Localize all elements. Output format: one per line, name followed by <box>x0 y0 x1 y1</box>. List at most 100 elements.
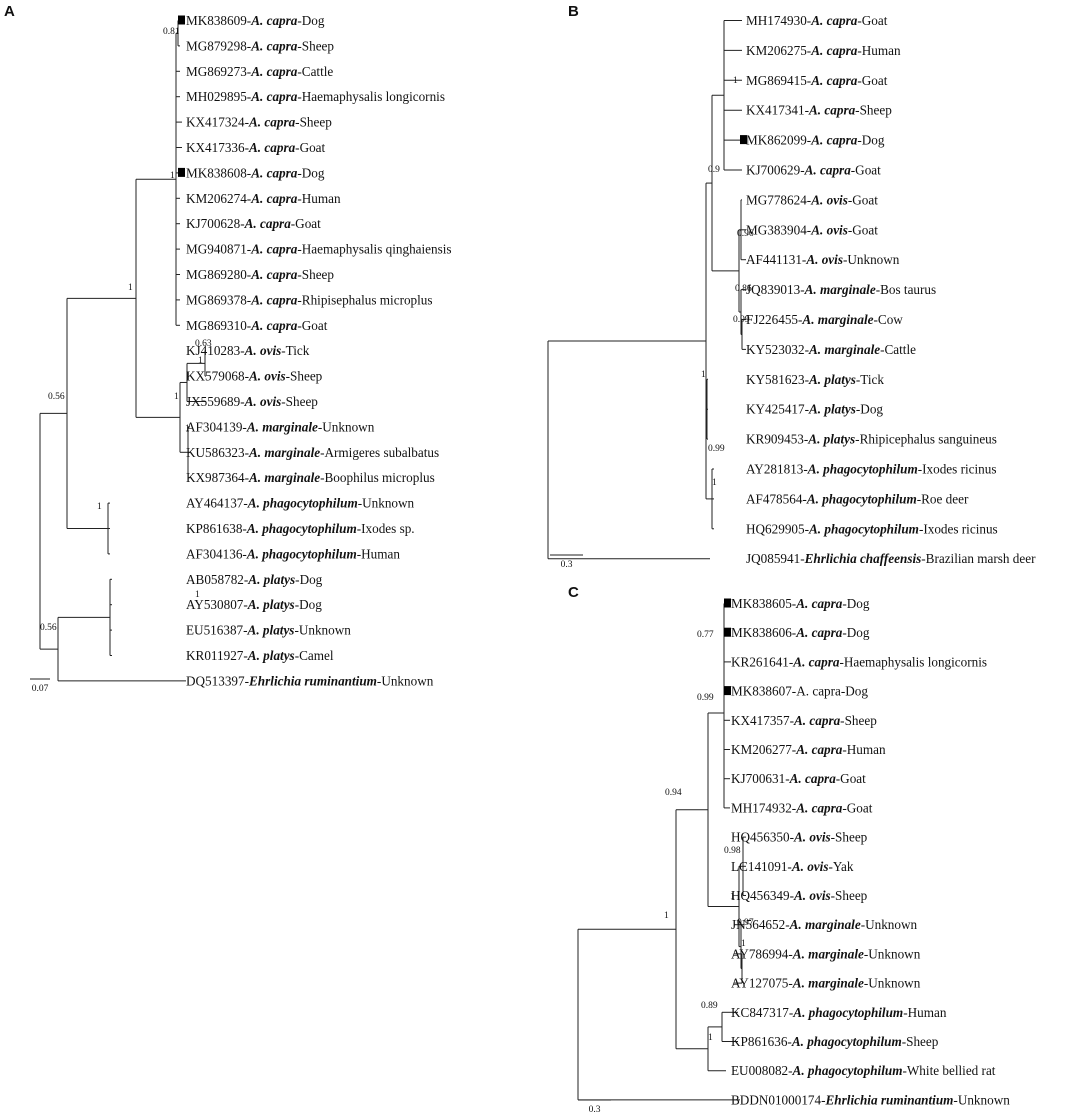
leaf-label: HQ456349-A. ovis-Sheep <box>731 888 868 903</box>
panel-letter: C <box>568 584 579 601</box>
leaf-label: MH029895-A. capra-Haemaphysalis longicor… <box>186 89 445 104</box>
leaf-label: AY281813-A. phagocytophilum-Ixodes ricin… <box>746 462 996 477</box>
leaf-label: AF304136-A. phagocytophilum-Human <box>186 546 400 561</box>
leaf-label: KM206274-A. capra-Human <box>186 191 341 206</box>
leaf-label: MG879298-A. capra-Sheep <box>186 38 334 53</box>
support-value: 1 <box>741 939 746 949</box>
leaf-label: MK838606-A. capra-Dog <box>731 625 870 640</box>
marker-square-icon <box>724 686 731 696</box>
leaf-label: KU586323-A. marginale-Armigeres subalbat… <box>186 445 439 460</box>
leaf-label: LC141091-A. ovis-Yak <box>731 859 854 874</box>
leaf-label: AY127075-A. marginale-Unknown <box>731 976 921 991</box>
scale-label: 0.3 <box>589 1105 601 1115</box>
leaf-label: AF304139-A. marginale-Unknown <box>186 419 375 434</box>
leaf-label: KR261641-A. capra-Haemaphysalis longicor… <box>731 654 987 669</box>
leaf-label: AY464137-A. phagocytophilum-Unknown <box>186 496 415 511</box>
support-value: 1 <box>701 370 706 380</box>
leaf-label: HQ629905-A. phagocytophilum-Ixodes ricin… <box>746 521 998 536</box>
leaf-label: MG869280-A. capra-Sheep <box>186 267 334 282</box>
leaf-label: MG383904-A. ovis-Goat <box>746 222 878 237</box>
support-value: 1 <box>712 478 717 488</box>
leaf-label: KX987364-A. marginale-Boophilus microplu… <box>186 470 435 485</box>
leaf-label: KX417357-A. capra-Sheep <box>731 713 877 728</box>
leaf-label: HQ456350-A. ovis-Sheep <box>731 830 868 845</box>
leaf-label: MG869273-A. capra-Cattle <box>186 64 333 79</box>
leaf-label: KY523032-A. marginale-Cattle <box>746 342 916 357</box>
support-value: 0.96 <box>737 229 754 239</box>
leaf-label: AB058782-A. platys-Dog <box>186 572 323 587</box>
support-value: 0.99 <box>697 693 714 703</box>
leaf-label: FJ226455-A. marginale-Cow <box>746 312 903 327</box>
leaf-label: KJ700628-A. capra-Goat <box>186 216 321 231</box>
leaf-label: MH174932-A. capra-Goat <box>731 800 873 815</box>
support-value: 0.81 <box>163 27 180 37</box>
leaf-label: MG869310-A. capra-Goat <box>186 318 328 333</box>
leaf-label: KM206275-A. capra-Human <box>746 43 901 58</box>
support-value: 0.77 <box>697 630 714 640</box>
leaf-label: KX417324-A. capra-Sheep <box>186 115 332 130</box>
leaf-label: KX417336-A. capra-Goat <box>186 140 326 155</box>
leaf-label: MK838605-A. capra-Dog <box>731 596 870 611</box>
marker-square-icon <box>724 627 731 637</box>
support-value: 1 <box>195 590 200 600</box>
marker-square-icon <box>178 167 185 177</box>
support-value: 0.9 <box>708 165 720 175</box>
leaf-label: EU516387-A. platys-Unknown <box>186 623 351 638</box>
panel-letter: A <box>4 3 15 20</box>
support-value: 1 <box>730 892 735 902</box>
leaf-label: JQ839013-A. marginale-Bos taurus <box>746 282 936 297</box>
leaf-label: KX417341-A. capra-Sheep <box>746 103 892 118</box>
leaf-label: DQ513397-Ehrlichia ruminantium-Unknown <box>186 673 434 688</box>
scale-label: 0.07 <box>32 684 49 694</box>
leaf-label: MG869415-A. capra-Goat <box>746 73 888 88</box>
leaf-label: MK838609-A. capra-Dog <box>186 13 325 28</box>
support-value: 0.56 <box>40 623 57 633</box>
support-value: 1 <box>170 171 175 181</box>
leaf-label: MG869378-A. capra-Rhipisephalus microplu… <box>186 292 433 307</box>
leaf-label: JN564652-A. marginale-Unknown <box>731 917 918 932</box>
leaf-label: KP861636-A. phagocytophilum-Sheep <box>731 1034 939 1049</box>
support-value: 1 <box>97 502 102 512</box>
leaf-label: KY425417-A. platys-Dog <box>746 402 883 417</box>
support-value: 1 <box>708 1033 713 1043</box>
leaf-label: MK838608-A. capra-Dog <box>186 165 325 180</box>
leaf-label: BDDN01000174-Ehrlichia ruminantium-Unkno… <box>731 1092 1010 1107</box>
support-value: 0.99 <box>708 444 725 454</box>
marker-square-icon <box>724 598 731 608</box>
support-value: 0.63 <box>195 339 212 349</box>
leaf-label: KR011927-A. platys-Camel <box>186 648 334 663</box>
support-value: 1 <box>664 911 669 921</box>
support-value: 0.56 <box>48 392 65 402</box>
leaf-label: JX559689-A. ovis-Sheep <box>186 394 318 409</box>
support-value: 1 <box>174 392 179 402</box>
leaf-label: KC847317-A. phagocytophilum-Human <box>731 1005 947 1020</box>
support-value: 1 <box>198 356 203 366</box>
panel-letter: B <box>568 3 579 20</box>
leaf-label: KY581623-A. platys-Tick <box>746 372 884 387</box>
leaf-label: MK838607-A. capra-Dog <box>731 684 868 699</box>
leaf-label: MG940871-A. capra-Haemaphysalis qinghaie… <box>186 242 452 257</box>
leaf-label: KJ700629-A. capra-Goat <box>746 163 881 178</box>
leaf-label: KP861638-A. phagocytophilum-Ixodes sp. <box>186 521 415 536</box>
marker-square-icon <box>178 15 185 25</box>
leaf-label: MK862099-A. capra-Dog <box>746 133 885 148</box>
support-value: 1 <box>128 283 133 293</box>
leaf-label: AY786994-A. marginale-Unknown <box>731 946 921 961</box>
marker-square-icon <box>740 135 747 145</box>
leaf-label: KJ410283-A. ovis-Tick <box>186 343 310 358</box>
leaf-label: MH174930-A. capra-Goat <box>746 13 888 28</box>
support-value: 1 <box>185 424 190 434</box>
support-value: 0.89 <box>701 1001 718 1011</box>
support-value: 0.94 <box>665 788 682 798</box>
support-value: 0.97 <box>737 918 754 928</box>
leaf-label: JQ085941-Ehrlichia chaffeensis-Brazilian… <box>746 551 1036 566</box>
support-value: 0.99 <box>733 315 750 325</box>
leaf-label: KX579068-A. ovis-Sheep <box>186 369 323 384</box>
leaf-label: AF478564-A. phagocytophilum-Roe deer <box>746 491 969 506</box>
leaf-label: EU008082-A. phagocytophilum-White bellie… <box>731 1063 996 1078</box>
leaf-label: AF441131-A. ovis-Unknown <box>746 252 900 267</box>
